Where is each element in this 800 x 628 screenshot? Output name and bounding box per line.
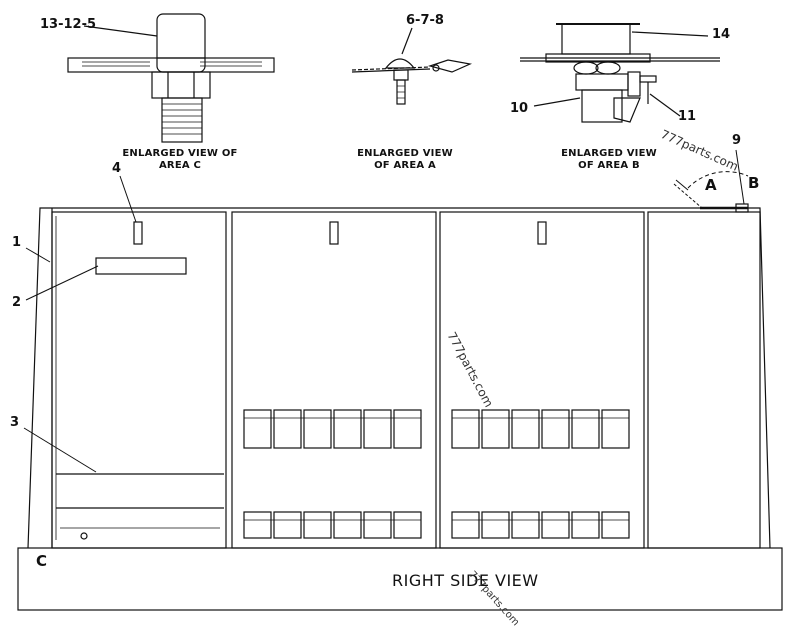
leader-lines: [23, 149, 749, 473]
area-marker-b: B: [748, 174, 760, 192]
enclosure-right-side-view: [17, 203, 783, 611]
callout-3: 3: [10, 415, 20, 430]
caption-area-a-line2: OF AREA A: [374, 160, 436, 171]
caption-area-c-line1: ENLARGED VIEW OF: [122, 148, 238, 159]
enlarged-view-area-c: [67, 13, 275, 143]
area-marker-a: A: [705, 176, 717, 194]
caption-area-c: ENLARGED VIEW OF AREA C: [110, 148, 250, 172]
caption-area-b: ENLARGED VIEW OF AREA B: [554, 148, 664, 172]
callout-11: 11: [678, 109, 697, 124]
caption-area-b-line2: OF AREA B: [578, 160, 640, 171]
door-2: [231, 211, 437, 549]
enlarged-view-area-b: [520, 23, 720, 123]
caption-area-a: ENLARGED VIEW OF AREA A: [350, 148, 460, 172]
callout-1: 1: [12, 235, 22, 250]
view-title: RIGHT SIDE VIEW: [392, 571, 539, 590]
area-marker-c: C: [36, 552, 48, 570]
enlarged-view-area-a: [351, 27, 473, 105]
caption-area-c-line2: AREA C: [158, 160, 202, 171]
callout-6-7-8: 6-7-8: [406, 13, 444, 28]
door-2-lower-louvers: [243, 511, 422, 539]
caption-area-b-line1: ENLARGED VIEW: [561, 148, 657, 159]
callout-2: 2: [12, 295, 22, 310]
callout-10: 10: [510, 101, 529, 116]
callout-14: 14: [712, 27, 731, 42]
callout-9: 9: [732, 133, 742, 148]
door-3-lower-louvers: [451, 511, 630, 539]
door-3-upper-louvers: [451, 409, 630, 449]
callout-13-12-5: 13-12-5: [40, 17, 97, 32]
end-panel: [647, 211, 761, 549]
door-1: [51, 211, 227, 549]
callout-4: 4: [112, 161, 122, 176]
caption-area-a-line1: ENLARGED VIEW: [357, 148, 453, 159]
base-skid: [17, 547, 783, 611]
door-2-upper-louvers: [243, 409, 422, 449]
